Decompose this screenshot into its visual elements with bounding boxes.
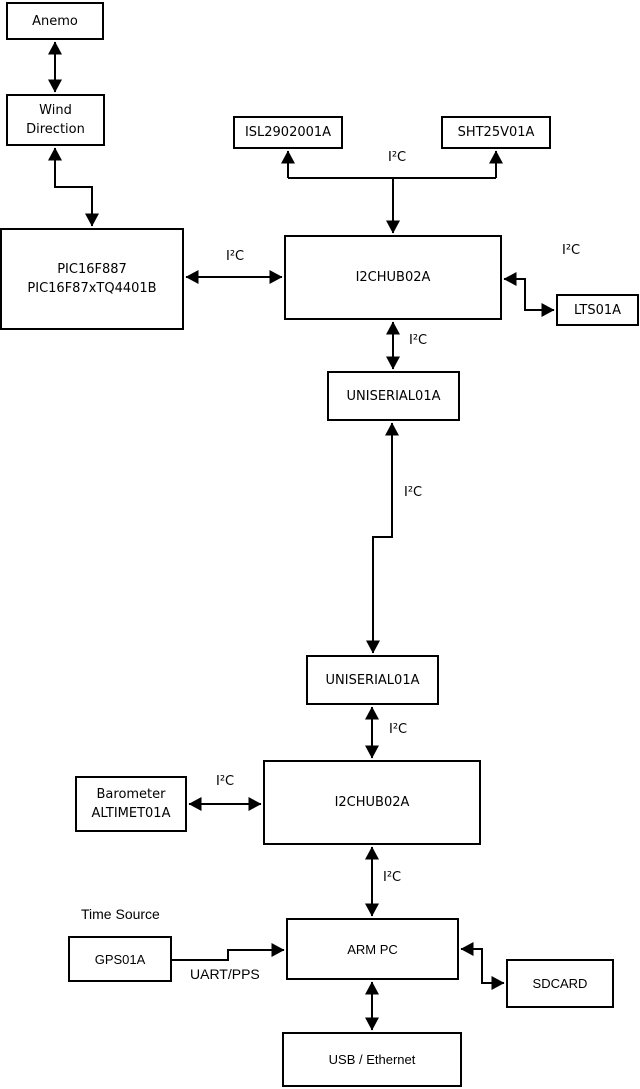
wind-direction-label-line1: Wind <box>39 103 72 118</box>
uart-pps-label: UART/PPS <box>190 966 260 982</box>
sdcard-box: SDCARD <box>506 959 614 1008</box>
uniserial-top-box: UNISERIAL01A <box>327 371 460 421</box>
i2c-hub-top-label: I2CHUB02A <box>355 270 431 285</box>
sht-sensor-box: SHT25V01A <box>441 116 551 149</box>
barometer-label-line2: ALTIMET01A <box>91 806 171 821</box>
barometer-box: Barometer ALTIMET01A <box>75 776 187 832</box>
lts-label: LTS01A <box>573 302 622 318</box>
uniserial-top-label: UNISERIAL01A <box>346 388 441 404</box>
lts-sensor-box: LTS01A <box>556 294 639 326</box>
connector-uniserial1-uniserial2 <box>366 422 399 654</box>
i2c-label-sensor-bus: I²C <box>388 150 407 165</box>
arm-pc-label: ARM PC <box>347 941 398 957</box>
i2c-hub-top-box: I2CHUB02A <box>284 235 502 320</box>
i2c-label-barometer: I²C <box>216 774 235 789</box>
connector-wind-pic <box>48 147 99 227</box>
usb-ethernet-label: USB / Ethernet <box>328 1052 416 1067</box>
anemo-box: Anemo <box>6 2 104 40</box>
time-source-label: Time Source <box>81 906 160 922</box>
connector-gps-armpc <box>172 943 285 961</box>
i2c-hub-bottom-label: I2CHUB02A <box>334 795 410 810</box>
i2c-label-hub-armpc: I²C <box>383 870 402 885</box>
barometer-label-line1: Barometer <box>96 787 166 802</box>
arm-pc-box: ARM PC <box>286 918 459 980</box>
pic-label-line1: PIC16F887 <box>57 262 127 277</box>
sht-label: SHT25V01A <box>457 125 535 140</box>
i2c-hub-bottom-box: I2CHUB02A <box>263 760 481 845</box>
uniserial-bottom-label: UNISERIAL01A <box>325 672 420 688</box>
anemo-label: Anemo <box>32 13 78 29</box>
gps-label: GPS01A <box>94 951 146 967</box>
usb-ethernet-box: USB / Ethernet <box>282 1032 462 1087</box>
pic-microcontroller-box: PIC16F887 PIC16F87xTQ4401B <box>0 228 184 330</box>
gps-box: GPS01A <box>68 936 172 982</box>
i2c-label-pic-hub: I²C <box>226 249 245 264</box>
connector-armpc-sdcard <box>460 942 505 990</box>
isl-label: ISL2902001A <box>244 125 332 140</box>
isl-sensor-box: ISL2902001A <box>233 116 343 149</box>
i2c-label-long-link: I²C <box>404 485 423 500</box>
connector-hub1-lts <box>503 272 555 317</box>
wind-direction-label-line2: Direction <box>26 122 85 137</box>
i2c-label-hub-uniserial: I²C <box>409 333 428 348</box>
i2c-label-uniserial-hub: I²C <box>389 722 408 737</box>
i2c-label-lts: I²C <box>562 243 581 258</box>
wind-direction-box: Wind Direction <box>6 94 105 146</box>
sdcard-label: SDCARD <box>532 976 588 991</box>
pic-label-line2: PIC16F87xTQ4401B <box>27 281 157 296</box>
uniserial-bottom-box: UNISERIAL01A <box>306 655 439 705</box>
